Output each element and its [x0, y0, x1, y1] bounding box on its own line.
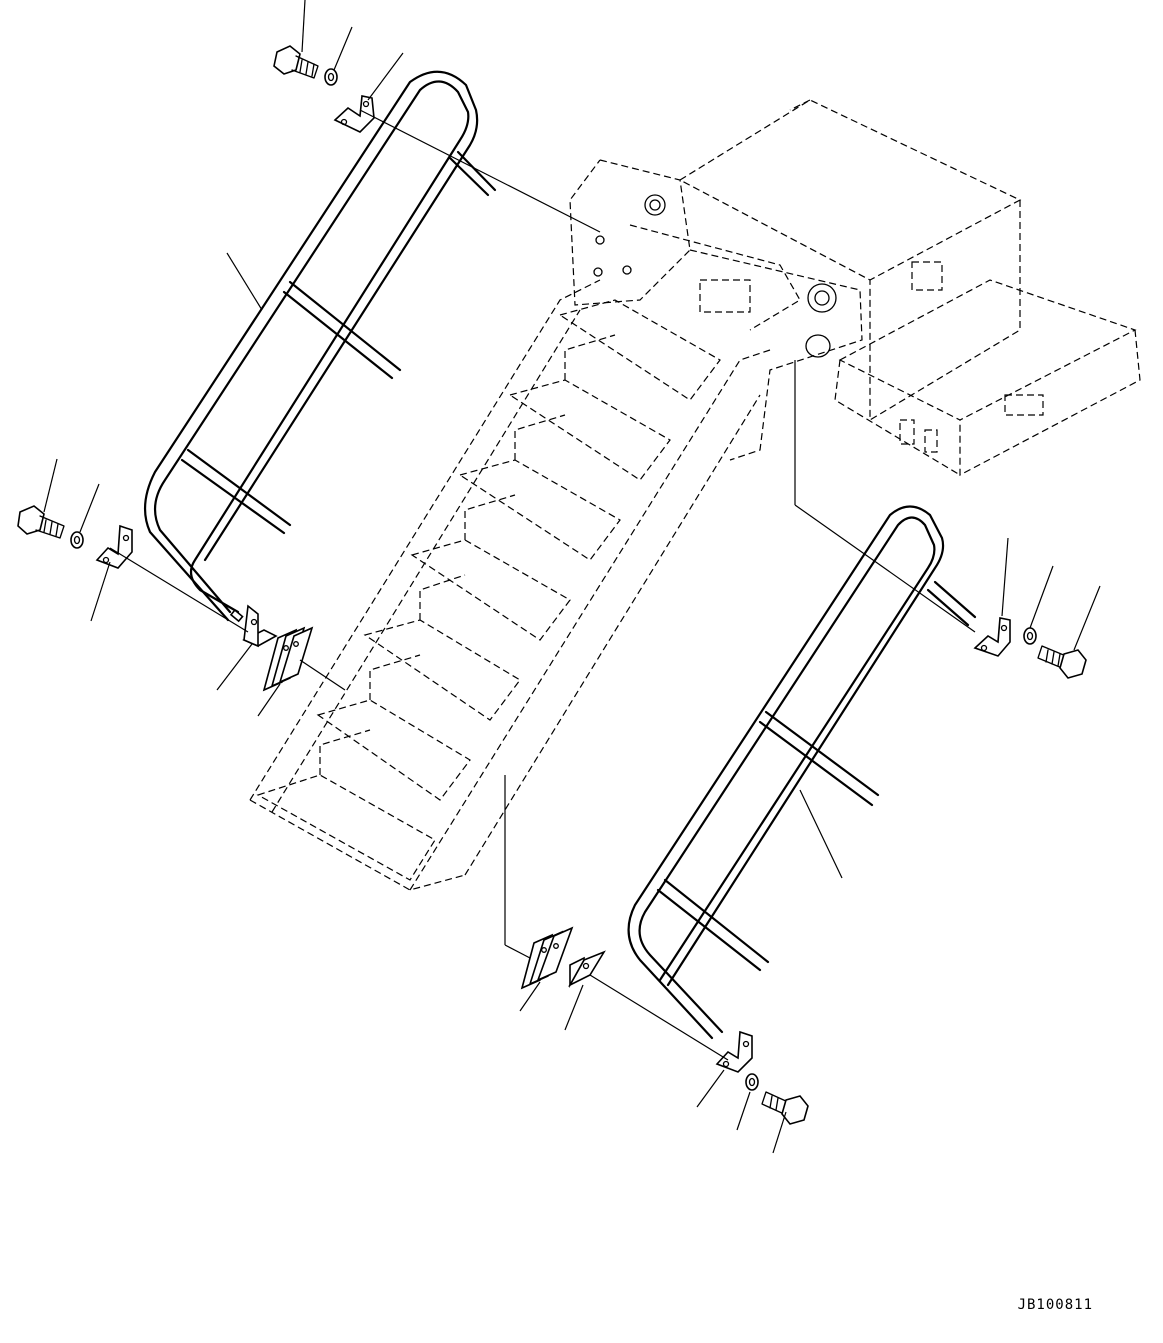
washer — [745, 1073, 759, 1091]
washer — [1023, 627, 1037, 645]
clamp — [95, 524, 133, 569]
machine-deck — [569, 99, 1141, 476]
bolt — [17, 505, 65, 539]
callout-leaders — [43, 0, 1101, 1154]
handrail-left — [143, 70, 497, 623]
washer — [324, 68, 338, 86]
stairway — [249, 279, 771, 891]
bolt — [761, 1091, 809, 1125]
shim-stack — [262, 626, 314, 692]
bolt — [273, 45, 319, 79]
clamp — [973, 617, 1011, 657]
clamp — [333, 95, 375, 133]
clamp — [715, 1030, 753, 1073]
bolt — [1037, 645, 1087, 679]
assembly-lines — [109, 109, 976, 1061]
washer — [70, 531, 84, 549]
hardware-mid-left — [17, 505, 314, 692]
drawing-id-label: JB100811 — [1017, 1297, 1093, 1313]
hardware-right — [973, 617, 1087, 679]
hardware-bottom — [520, 926, 809, 1125]
plate — [568, 950, 606, 989]
hardware-top-left — [273, 45, 375, 133]
handrail-right — [627, 505, 977, 1040]
plate — [242, 604, 278, 648]
